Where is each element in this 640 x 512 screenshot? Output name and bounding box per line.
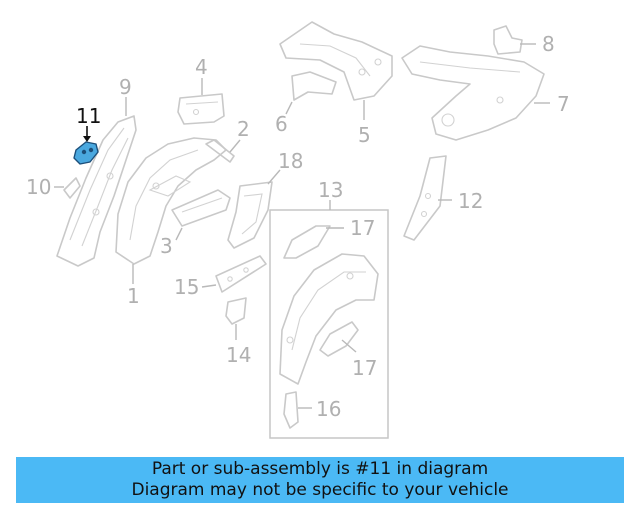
callout-18: 18: [278, 149, 303, 173]
callout-1: 1: [127, 284, 140, 308]
part-5-upper-panel: [279, 21, 393, 101]
callout-5: 5: [358, 123, 371, 147]
callout-6: 6: [275, 112, 288, 136]
callout-12: 12: [458, 189, 483, 213]
part-12-strip: [403, 155, 447, 241]
part-6-bracket: [291, 71, 337, 101]
part-16-bracket: [283, 391, 299, 429]
part-4-bracket: [177, 93, 225, 125]
callout-11: 11: [76, 104, 101, 128]
part-3-gusset: [171, 189, 231, 227]
part-18-panel: [227, 181, 273, 249]
leader-2: [229, 139, 241, 153]
part-17-upper: [283, 225, 331, 259]
part-11-highlighted: [73, 141, 99, 165]
callout-7: 7: [557, 92, 570, 116]
leader-11-arrow: [83, 136, 91, 142]
callout-3: 3: [160, 234, 173, 258]
part-7-quarter-inner: [401, 45, 545, 141]
part-15-bar: [215, 255, 267, 293]
part-14-bracket: [225, 297, 247, 325]
banner-line-1: Part or sub-assembly is #11 in diagram: [151, 459, 489, 479]
part-8-bracket: [493, 25, 523, 55]
callout-4: 4: [195, 55, 208, 79]
leader-18: [267, 169, 281, 185]
callout-13: 13: [318, 178, 343, 202]
part-10-bracket: [63, 177, 81, 199]
part-13-inner-wheelhouse: [279, 253, 379, 385]
leader-17b: [341, 339, 357, 353]
callout-17a: 17: [350, 216, 375, 240]
banner-line-2: Diagram may not be specific to your vehi…: [131, 480, 509, 500]
part-2-strip: [205, 139, 235, 163]
callout-17b: 17: [352, 356, 377, 380]
callout-10: 10: [26, 175, 51, 199]
leader-3: [175, 227, 183, 241]
callout-16: 16: [316, 397, 341, 421]
part-9-pillar: [56, 115, 137, 267]
info-banner: Part or sub-assembly is #11 in diagram D…: [16, 457, 624, 503]
callout-2: 2: [237, 117, 250, 141]
callout-15: 15: [174, 275, 199, 299]
group-13-box: [269, 209, 389, 439]
leader-15: [201, 284, 217, 288]
parts-diagram: 9 10 11 1 4 2 3 18: [26, 21, 570, 439]
part-17-lower: [319, 321, 359, 357]
leader-6: [285, 101, 293, 115]
callout-9: 9: [119, 75, 132, 99]
callout-14: 14: [226, 343, 251, 367]
callout-8: 8: [542, 32, 555, 56]
